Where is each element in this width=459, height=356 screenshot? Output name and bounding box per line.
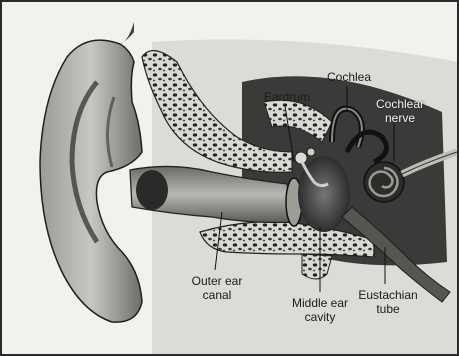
eardrum-label: Eardrum [256,90,318,104]
cochlea-label: Cochlea [320,70,378,84]
middle-ear-cavity-label: Middle ear cavity [284,296,356,324]
eustachian-tube-label: Eustachian tube [350,288,426,316]
outer-ear-canal-label: Outer ear canal [184,274,250,302]
cochlear-nerve-label: Cochlear nerve [368,97,432,125]
